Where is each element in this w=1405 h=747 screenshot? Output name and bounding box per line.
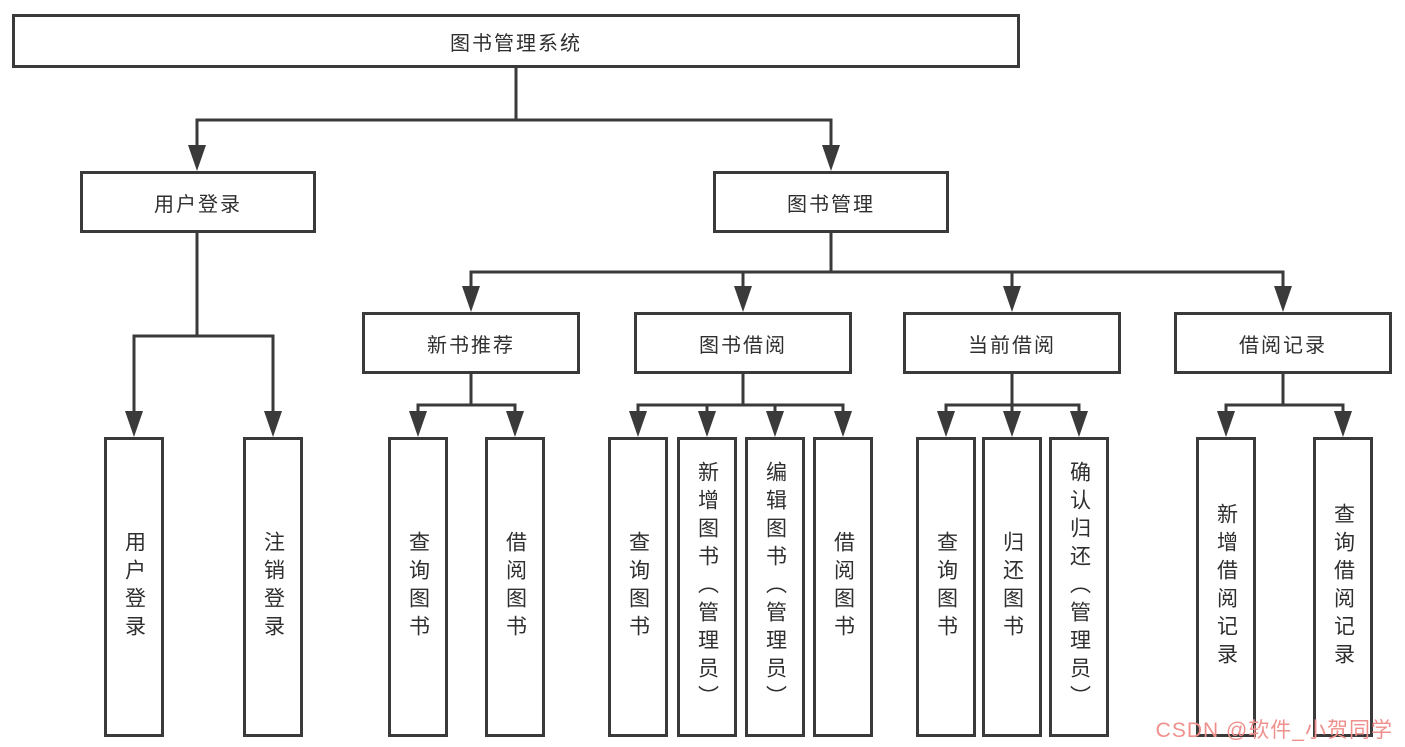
leaf-query-books-borrow: 查询图书 xyxy=(608,437,668,737)
node-borrow-records: 借阅记录 xyxy=(1174,312,1392,374)
node-label: 当前借阅 xyxy=(968,334,1056,357)
node-label: 图书管理 xyxy=(787,193,875,216)
leaf-add-borrow-record: 新增借阅记录 xyxy=(1196,437,1256,737)
leaf-edit-books-admin: 编辑图书（管理员） xyxy=(745,437,805,737)
node-label: 新增借阅记录 xyxy=(1214,503,1238,671)
node-label: 新增图书（管理员） xyxy=(695,461,719,713)
node-current-borrow: 当前借阅 xyxy=(903,312,1121,374)
node-label: 图书管理系统 xyxy=(450,32,582,55)
node-label: 查询图书 xyxy=(406,531,430,643)
node-user-login: 用户登录 xyxy=(80,171,316,233)
leaf-logout: 注销登录 xyxy=(243,437,303,737)
node-label: 新书推荐 xyxy=(427,334,515,357)
leaf-query-borrow-record: 查询借阅记录 xyxy=(1313,437,1373,737)
node-label: 用户登录 xyxy=(122,531,146,643)
leaf-borrow-books-recommend: 借阅图书 xyxy=(485,437,545,737)
node-label: 借阅图书 xyxy=(503,531,527,643)
node-label: 借阅图书 xyxy=(831,531,855,643)
leaf-borrow-books: 借阅图书 xyxy=(813,437,873,737)
node-label: 用户登录 xyxy=(154,193,242,216)
node-label: 查询图书 xyxy=(934,531,958,643)
csdn-watermark: CSDN @软件_小贺同学 xyxy=(1155,719,1393,742)
leaf-user-login: 用户登录 xyxy=(104,437,164,737)
node-library-system: 图书管理系统 xyxy=(12,14,1020,68)
leaf-query-books-current: 查询图书 xyxy=(916,437,976,737)
leaf-add-books-admin: 新增图书（管理员） xyxy=(677,437,737,737)
node-label: 图书借阅 xyxy=(699,334,787,357)
node-label: 注销登录 xyxy=(261,531,285,643)
node-book-borrow: 图书借阅 xyxy=(634,312,852,374)
node-new-book-recommend: 新书推荐 xyxy=(362,312,580,374)
node-label: 查询借阅记录 xyxy=(1331,503,1355,671)
node-label: 编辑图书（管理员） xyxy=(763,461,787,713)
node-label: 确认归还（管理员） xyxy=(1067,461,1091,713)
leaf-query-books-recommend: 查询图书 xyxy=(388,437,448,737)
node-label: 查询图书 xyxy=(626,531,650,643)
node-label: 借阅记录 xyxy=(1239,334,1327,357)
node-book-management: 图书管理 xyxy=(713,171,949,233)
leaf-confirm-return-admin: 确认归还（管理员） xyxy=(1049,437,1109,737)
leaf-return-books: 归还图书 xyxy=(982,437,1042,737)
node-label: 归还图书 xyxy=(1000,531,1024,643)
